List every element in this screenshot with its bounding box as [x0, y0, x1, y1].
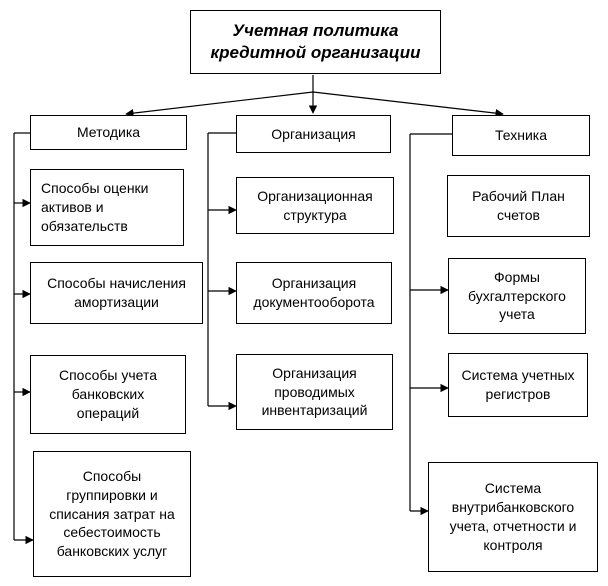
metodika-item-1-label: Способы оценки активов и обязательств	[41, 180, 149, 234]
root-title-line2: кредитной организации	[210, 43, 421, 62]
metodika-item-3-label: Способы учета банковских операций	[58, 367, 158, 421]
root-title-line1: Учетная политика	[232, 20, 399, 40]
organizaciya-item-2-label: Организация документооборота	[253, 275, 375, 310]
organizaciya-item-1-label: Организационная структура	[257, 187, 373, 223]
organizaciya-item-3-label: Организация проводимых инвентаризаций	[261, 364, 368, 419]
tekhnika-item-3-label: Система учетных регистров	[461, 367, 575, 402]
tekhnika-item-2: Формы бухгалтерского учета	[448, 258, 586, 334]
tekhnika-item-2-label: Формы бухгалтерского учета	[468, 268, 566, 323]
metodika-item-4: Способы группировки и списания затрат на…	[33, 451, 191, 577]
header-organizaciya: Организация	[236, 115, 391, 153]
metodika-item-2: Способы начисления амортизации	[30, 262, 203, 324]
metodika-item-3: Способы учета банковских операций	[30, 355, 186, 434]
root-box: Учетная политика кредитной организации	[190, 10, 441, 74]
organizaciya-item-3: Организация проводимых инвентаризаций	[236, 354, 393, 430]
metodika-item-2-label: Способы начисления амортизации	[47, 275, 186, 310]
organizaciya-item-1: Организационная структура	[236, 177, 394, 234]
tekhnika-item-4-label: Система внутрибанковского учета, отчетно…	[449, 480, 577, 553]
header-metodika: Методика	[30, 115, 187, 150]
header-tekhnika-label: Техника	[494, 127, 547, 144]
header-metodika-label: Методика	[76, 124, 141, 141]
organizaciya-item-2: Организация документооборота	[236, 262, 392, 324]
tekhnika-item-3: Система учетных регистров	[448, 353, 588, 417]
tekhnika-item-4: Система внутрибанковского учета, отчетно…	[428, 462, 598, 572]
header-organizaciya-label: Организация	[271, 125, 356, 142]
tekhnika-item-1-label: Рабочий План счетов	[472, 188, 565, 223]
tekhnika-item-1: Рабочий План счетов	[447, 175, 590, 237]
header-tekhnika: Техника	[452, 115, 590, 156]
metodika-item-1: Способы оценки активов и обязательств	[30, 169, 184, 246]
metodika-item-4-label: Способы группировки и списания затрат на…	[49, 467, 175, 560]
